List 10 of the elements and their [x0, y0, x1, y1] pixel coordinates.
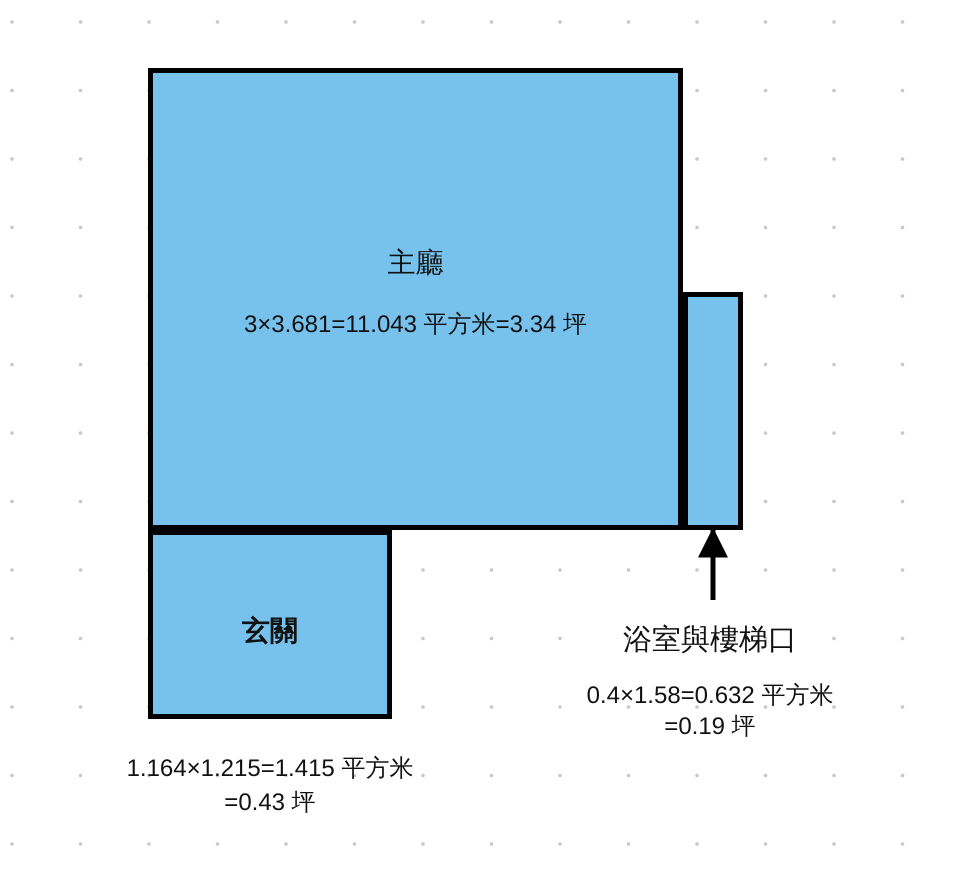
- area-text: 0.4×1.58=0.632 平方米 =0.19 坪: [586, 681, 834, 742]
- room: [683, 292, 743, 530]
- room: [148, 68, 683, 530]
- room-label: 浴室與樓梯口: [622, 623, 798, 658]
- area-text: 3×3.681=11.043 平方米=3.34 坪: [242, 310, 588, 340]
- arrow: [698, 528, 728, 600]
- area-text: 1.164×1.215=1.415 平方米 =0.43 坪: [126, 754, 414, 818]
- room-label: 玄關: [241, 614, 299, 648]
- room: [148, 530, 392, 719]
- room-label: 主廳: [386, 246, 444, 280]
